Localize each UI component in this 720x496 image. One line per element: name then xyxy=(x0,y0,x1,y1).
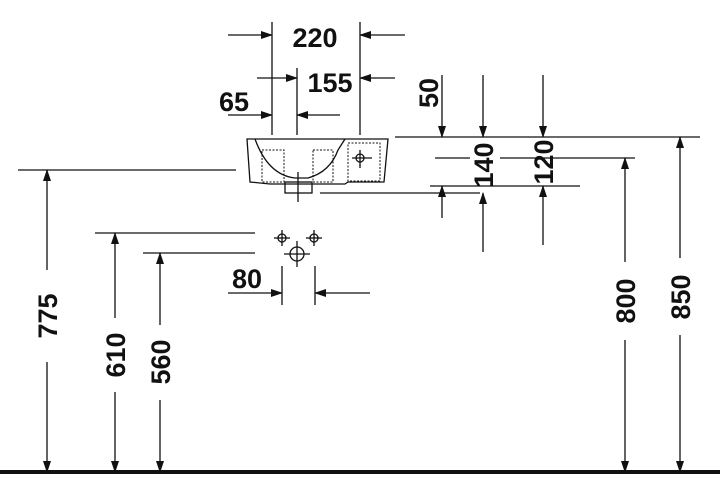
dim-560: 560 xyxy=(146,339,176,384)
dim-65: 65 xyxy=(219,87,249,117)
basin-drawing xyxy=(246,138,389,202)
dim-120: 120 xyxy=(529,139,559,184)
extension-lines xyxy=(18,22,700,305)
supply-connections xyxy=(274,230,322,267)
dim-155: 155 xyxy=(307,68,352,98)
dim-50: 50 xyxy=(414,78,444,108)
dim-140: 140 xyxy=(469,142,499,187)
dim-610: 610 xyxy=(101,332,131,377)
dim-800: 800 xyxy=(611,278,641,323)
dim-850: 850 xyxy=(666,274,696,319)
dim-80: 80 xyxy=(232,264,262,294)
dim-775: 775 xyxy=(33,293,63,338)
dim-220: 220 xyxy=(292,23,337,53)
dimension-arrows xyxy=(43,31,684,473)
